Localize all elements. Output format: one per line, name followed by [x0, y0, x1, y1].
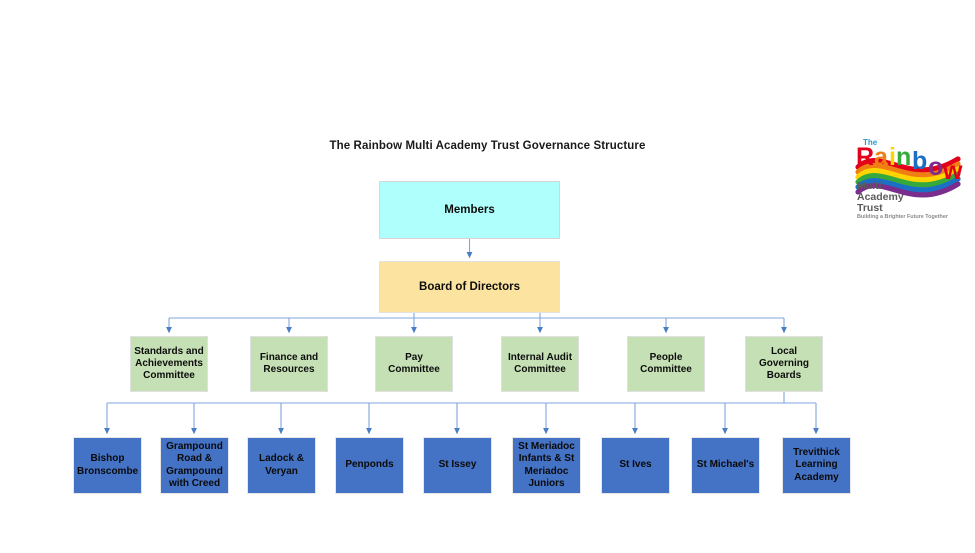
logo-line-academy: Academy [857, 191, 904, 203]
logo-letter-i: i [889, 143, 896, 171]
node-label: Penponds [345, 459, 394, 471]
node-ladock-and-veryan[interactable]: Ladock & Veryan [247, 437, 316, 494]
node-label: Grampound Road & Grampound with Creed [166, 441, 223, 489]
node-people-committee[interactable]: People Committee [627, 336, 705, 392]
node-finance-and-resources[interactable]: Finance and Resources [250, 336, 328, 392]
node-label: Members [444, 203, 495, 216]
node-internal-audit-committee[interactable]: Internal Audit Committee [501, 336, 579, 392]
logo-artwork: The R a i n b o w Multi Academy Trust Bu… [855, 138, 963, 219]
node-local-governing-boards[interactable]: Local Governing Boards [745, 336, 823, 392]
node-label: Local Governing Boards [758, 345, 809, 382]
node-grampound-road-and-grampound-with-creed[interactable]: Grampound Road & Grampound with Creed [160, 437, 229, 494]
node-board-of-directors[interactable]: Board of Directors [379, 261, 560, 313]
node-label: Bishop Bronscombe [77, 453, 139, 477]
node-st-michaels[interactable]: St Michael's [691, 437, 760, 494]
logo-letter-o: o [928, 153, 943, 181]
node-st-meriadoc-infants-and-juniors[interactable]: St Meriadoc Infants & St Meriadoc Junior… [512, 437, 581, 494]
rainbow-trust-logo: The R a i n b o w Multi Academy Trust Bu… [848, 131, 966, 219]
node-label: St Michael's [696, 459, 755, 471]
logo-the-text: The [863, 138, 878, 147]
node-label: St Meriadoc Infants & St Meriadoc Junior… [518, 441, 575, 489]
node-label: Board of Directors [419, 280, 520, 293]
node-label: Finance and Resources [259, 351, 319, 375]
logo-letter-a: a [874, 143, 889, 171]
node-label: St Issey [438, 459, 477, 471]
logo-letter-w: w [942, 157, 963, 185]
page-title: The Rainbow Multi Academy Trust Governan… [329, 140, 646, 152]
node-label: Standards and Achievements Committee [134, 345, 204, 382]
node-members[interactable]: Members [379, 181, 560, 239]
node-bishop-bronscombe[interactable]: Bishop Bronscombe [73, 437, 142, 494]
node-st-ives[interactable]: St Ives [601, 437, 670, 494]
logo-letter-r: R [856, 143, 874, 171]
node-label: People Committee [640, 351, 692, 375]
node-penponds[interactable]: Penponds [335, 437, 404, 494]
logo-tagline: Building a Brighter Future Together [857, 214, 949, 219]
node-label: Ladock & Veryan [258, 453, 304, 477]
logo-letter-n: n [896, 143, 911, 171]
node-st-issey[interactable]: St Issey [423, 437, 492, 494]
logo-line-trust: Trust [857, 202, 883, 214]
node-pay-committee[interactable]: Pay Committee [375, 336, 453, 392]
node-standards-and-achievements-committee[interactable]: Standards and Achievements Committee [130, 336, 208, 392]
node-label: St Ives [619, 459, 652, 471]
node-label: Trevithick Learning Academy [793, 447, 840, 483]
node-label: Internal Audit Committee [507, 351, 573, 375]
node-label: Pay Committee [388, 351, 440, 375]
logo-letter-b: b [912, 147, 927, 175]
logo-line-multi: Multi [857, 180, 882, 192]
node-trevithick-learning-academy[interactable]: Trevithick Learning Academy [782, 437, 851, 494]
